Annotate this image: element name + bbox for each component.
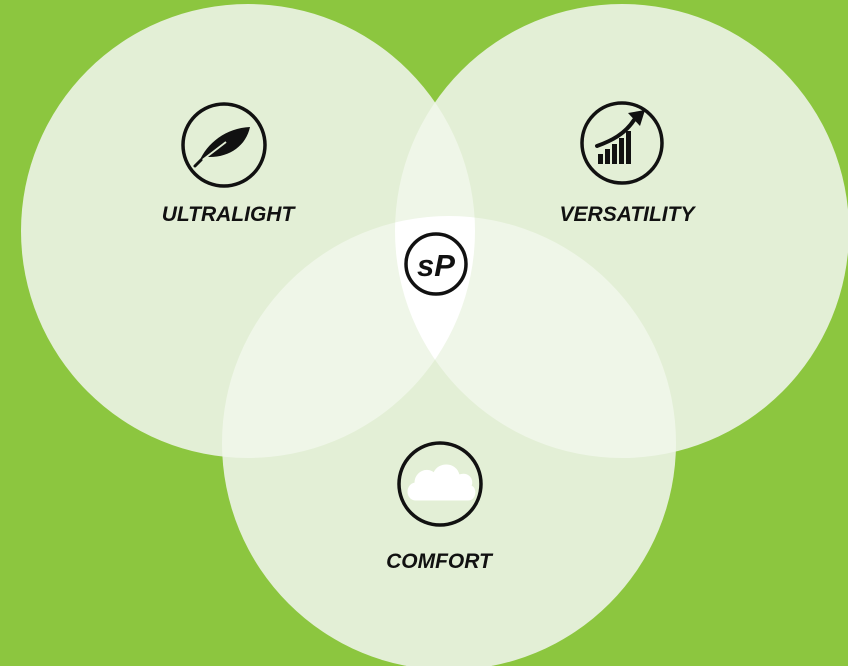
cloud-icon [397, 441, 483, 527]
comfort-label: COMFORT [386, 550, 492, 573]
center-logo-text: sP [417, 248, 455, 283]
feather-icon [181, 102, 267, 188]
ultralight-label: ULTRALIGHT [161, 203, 295, 226]
sp-logo-icon: sP [404, 232, 468, 296]
versatility-label: VERSATILITY [559, 203, 695, 226]
growth-chart-icon [580, 101, 664, 185]
